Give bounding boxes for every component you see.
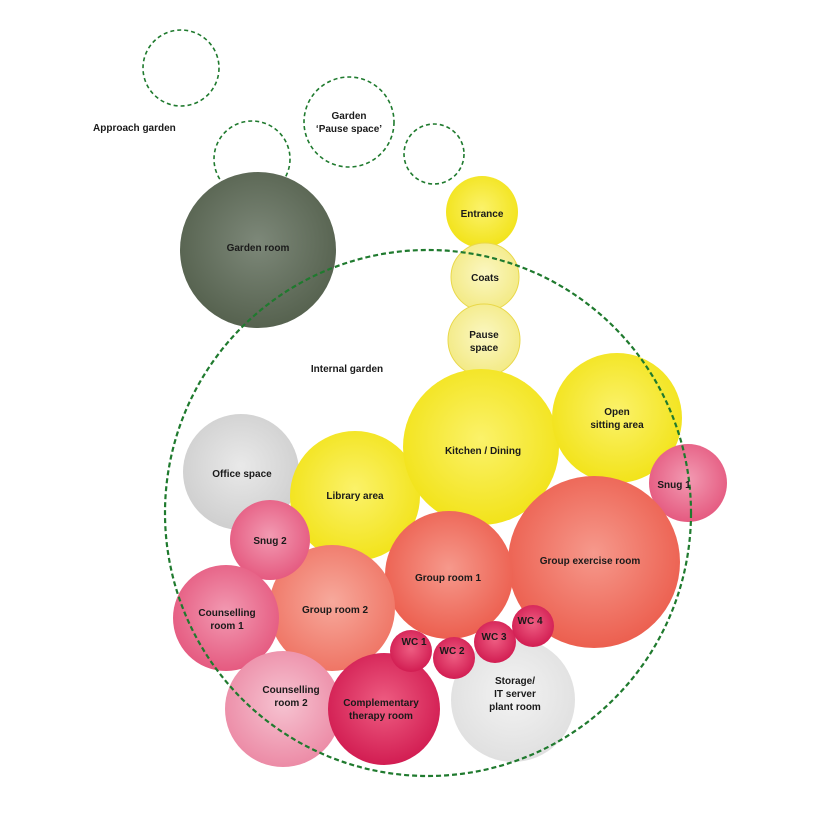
pause-space-label-line1: Pause <box>469 330 499 341</box>
library-area-label: Library area <box>326 491 384 502</box>
counselling-room-1-label-line1: Counselling <box>198 608 255 619</box>
garden-pause-space-label-line1: Garden <box>331 111 366 122</box>
coats-label: Coats <box>471 273 499 284</box>
group-room-2-label: Group room 2 <box>302 605 369 616</box>
garden-pause-space-circle <box>303 76 395 168</box>
wc-2-bubble <box>433 637 475 679</box>
storage-label-line1: Storage/ <box>495 676 535 687</box>
small-garden-circle <box>403 123 465 185</box>
snug-2-bubble <box>230 500 310 580</box>
storage-label-line3: plant room <box>489 702 541 713</box>
counselling-room-2-bubble <box>225 651 341 767</box>
open-sitting-area-label-line2: sitting area <box>590 420 644 431</box>
wc-4-label: WC 4 <box>518 616 543 627</box>
wc-3-label: WC 3 <box>482 632 507 643</box>
internal-garden-circle <box>163 248 693 778</box>
group-room-2-bubble <box>269 545 395 671</box>
storage-bubble <box>451 638 575 762</box>
garden-room-bubble <box>180 172 336 328</box>
open-sitting-area-bubble <box>552 353 682 483</box>
wc-1-label: WC 1 <box>402 637 427 648</box>
wc-1-bubble <box>390 630 432 672</box>
group-room-1-bubble <box>385 511 513 639</box>
kitchen-dining-bubble <box>403 369 559 525</box>
complementary-therapy-room-label-line2: therapy room <box>349 711 413 722</box>
approach-garden-circle-top <box>142 29 220 107</box>
open-sitting-area-label-line1: Open <box>604 407 630 418</box>
complementary-therapy-room-label-line1: Complementary <box>343 698 419 709</box>
wc-3-bubble <box>474 621 516 663</box>
group-exercise-room-bubble <box>508 476 680 648</box>
library-area-bubble <box>290 431 420 561</box>
counselling-room-1-label-line2: room 1 <box>210 621 244 632</box>
snug-2-label: Snug 2 <box>253 536 287 547</box>
counselling-room-2-label-line1: Counselling <box>262 685 319 696</box>
snug-1-label: Snug 1 <box>657 480 691 491</box>
office-space-label: Office space <box>212 469 272 480</box>
group-room-1-label: Group room 1 <box>415 573 482 584</box>
storage-label-line2: IT server <box>494 689 536 700</box>
snug-1-bubble <box>649 444 727 522</box>
internal-garden-label: Internal garden <box>311 364 383 375</box>
entrance-label: Entrance <box>461 209 504 220</box>
wc-2-label: WC 2 <box>440 646 465 657</box>
counselling-room-2-label-line2: room 2 <box>274 698 308 709</box>
entrance-bubble <box>446 176 518 248</box>
complementary-therapy-room-bubble <box>328 653 440 765</box>
kitchen-dining-label: Kitchen / Dining <box>445 446 521 457</box>
group-exercise-room-label: Group exercise room <box>540 556 641 567</box>
approach-garden-label: Approach garden <box>93 123 176 134</box>
garden-pause-space-label-line2: ‘Pause space’ <box>316 124 382 135</box>
wc-4-bubble <box>512 605 554 647</box>
pause-space-label-line2: space <box>470 343 499 354</box>
garden-room-label: Garden room <box>227 243 290 254</box>
